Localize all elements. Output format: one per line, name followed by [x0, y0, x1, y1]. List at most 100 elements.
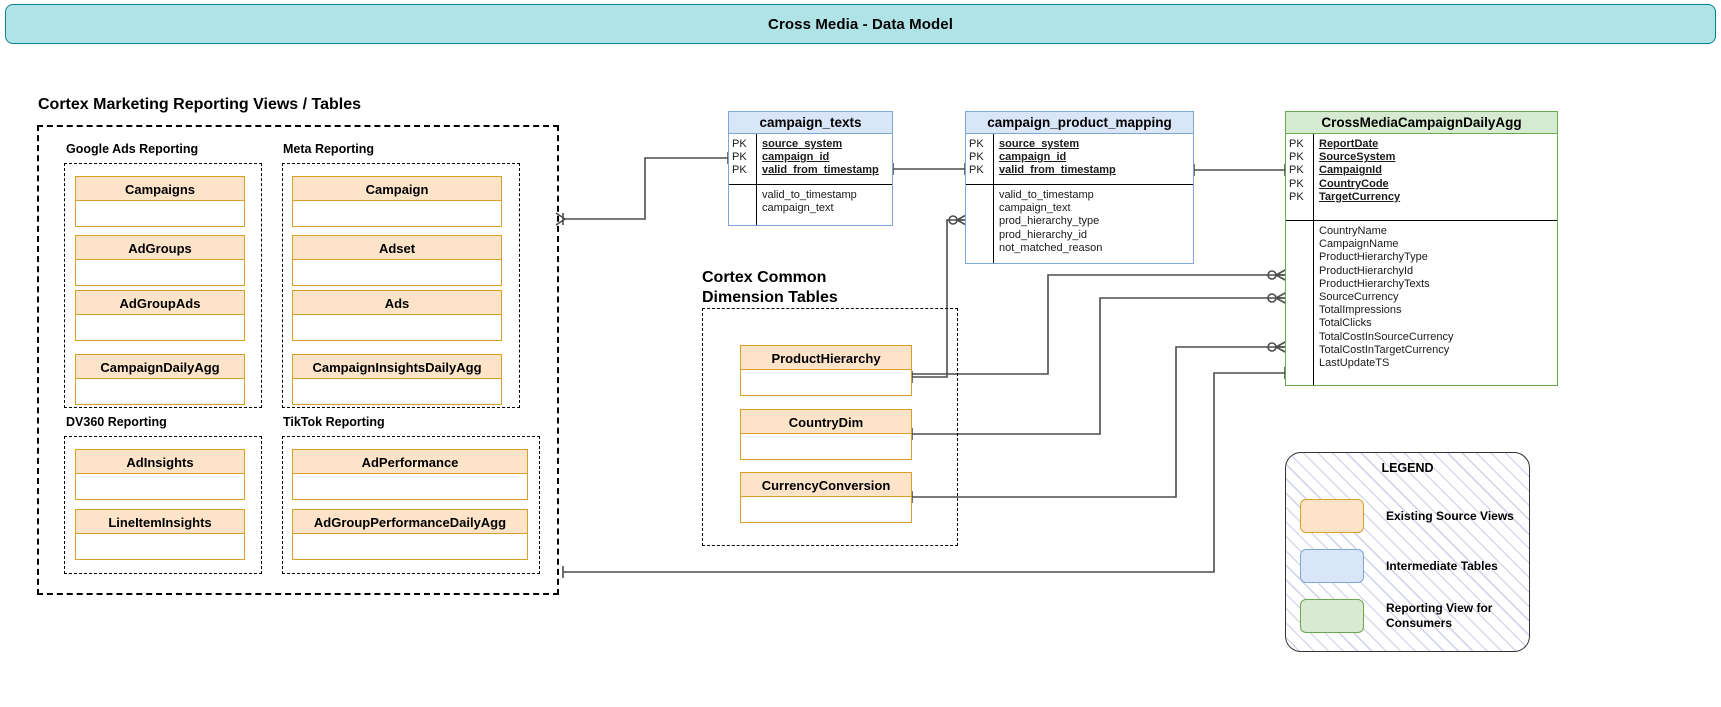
source-table-ads-body — [292, 315, 502, 341]
source-table-adset[interactable]: Adset — [292, 235, 502, 286]
attribute-field: ProductHierarchyId — [1319, 264, 1414, 277]
source-table-adgroups-title: AdGroups — [75, 235, 245, 260]
source-table-campaigns-body — [75, 201, 245, 227]
source-table-adperformance[interactable]: AdPerformance — [292, 449, 528, 500]
pk-field: valid_from_timestamp — [762, 164, 879, 177]
legend-swatch-green — [1300, 599, 1364, 633]
legend-row-existing-source-views: Existing Source Views — [1300, 499, 1514, 533]
key-label: PK — [732, 138, 747, 150]
diagram-header-banner: Cross Media - Data Model — [5, 4, 1716, 44]
attribute-field: prod_hierarchy_id — [999, 228, 1088, 241]
key-label: PK — [1289, 190, 1304, 203]
source-table-adinsights[interactable]: AdInsights — [75, 449, 245, 500]
key-label: PK — [969, 138, 984, 150]
crowfoot-circle-crossmedia-2 — [1267, 293, 1277, 303]
attribute-field: valid_to_timestamp — [762, 189, 857, 201]
legend-row-reporting-view: Reporting View for Consumers — [1300, 599, 1492, 633]
attribute-field: valid_to_timestamp — [999, 189, 1094, 201]
connector-sources-to-campaign-texts — [563, 157, 728, 220]
source-table-adgroupperformancedailyagg[interactable]: AdGroupPerformanceDailyAgg — [292, 509, 528, 560]
entity-campaign-product-mapping-title: campaign_product_mapping — [966, 112, 1193, 134]
crowfoot-circle-crossmedia-3 — [1267, 342, 1277, 352]
source-table-adgroupads[interactable]: AdGroupAds — [75, 290, 245, 341]
source-table-lineiteminsights-body — [75, 534, 245, 560]
dim-table-producthierarchy[interactable]: ProductHierarchy — [740, 345, 912, 396]
source-table-adperformance-body — [292, 474, 528, 500]
key-label: PK — [732, 164, 747, 177]
key-label: PK — [1289, 164, 1304, 177]
dim-table-countrydim-title: CountryDim — [740, 409, 912, 434]
group-label-tiktok: TikTok Reporting — [283, 415, 385, 429]
attribute-field: CampaignName — [1319, 238, 1399, 251]
attribute-field: CountryName — [1319, 225, 1387, 237]
connector-currencyconversion-to-crossmedia — [912, 346, 1285, 498]
attribute-field: campaign_text — [762, 202, 834, 215]
crowfoot-circle-crossmedia-1 — [1267, 270, 1277, 280]
attribute-field: LastUpdateTS — [1319, 357, 1390, 370]
source-table-adset-body — [292, 260, 502, 286]
pk-field: campaign_id — [762, 151, 830, 164]
key-label: PK — [969, 164, 984, 177]
source-table-adinsights-body — [75, 474, 245, 500]
source-table-adperformance-title: AdPerformance — [292, 449, 528, 474]
key-label: PK — [1289, 177, 1304, 190]
source-table-campaigninsightsdailyagg[interactable]: CampaignInsightsDailyAgg — [292, 354, 502, 405]
entity-campaign-product-mapping-attr-keycol — [966, 185, 994, 263]
source-table-campaigndailyagg-body — [75, 379, 245, 405]
key-label: PK — [1289, 138, 1304, 150]
source-table-lineiteminsights[interactable]: LineItemInsights — [75, 509, 245, 560]
dim-table-currencyconversion[interactable]: CurrencyConversion — [740, 472, 912, 523]
group-label-google-ads: Google Ads Reporting — [66, 142, 199, 156]
group-box-cortex-common — [702, 308, 958, 546]
dim-table-countrydim-body — [740, 434, 912, 460]
dim-table-countrydim[interactable]: CountryDim — [740, 409, 912, 460]
group-label-meta: Meta Reporting — [283, 142, 374, 156]
group-box-dv360 — [64, 436, 262, 574]
attribute-field: TotalClicks — [1319, 317, 1372, 330]
source-table-campaigns-title: Campaigns — [75, 176, 245, 201]
dim-table-producthierarchy-body — [740, 370, 912, 396]
source-table-adgroups[interactable]: AdGroups — [75, 235, 245, 286]
dim-table-currencyconversion-body — [740, 497, 912, 523]
legend-swatch-orange — [1300, 499, 1364, 533]
source-table-adinsights-title: AdInsights — [75, 449, 245, 474]
pk-field: valid_from_timestamp — [999, 164, 1116, 177]
key-label: PK — [1289, 151, 1304, 164]
source-table-ads[interactable]: Ads — [292, 290, 502, 341]
source-table-campaigns[interactable]: Campaigns — [75, 176, 245, 227]
pk-field: TargetCurrency — [1319, 190, 1401, 203]
legend-box: LEGEND Existing Source Views Intermediat… — [1285, 452, 1530, 652]
source-table-adgroups-body — [75, 260, 245, 286]
legend-label-intermediate-tables: Intermediate Tables — [1386, 558, 1498, 573]
source-table-campaign[interactable]: Campaign — [292, 176, 502, 227]
legend-swatch-blue — [1300, 549, 1364, 583]
source-table-campaign-title: Campaign — [292, 176, 502, 201]
group-box-tiktok — [282, 436, 540, 574]
pk-field: SourceSystem — [1319, 151, 1396, 164]
legend-row-intermediate-tables: Intermediate Tables — [1300, 549, 1498, 583]
attribute-field: TotalCostInTargetCurrency — [1319, 343, 1450, 356]
pk-field: source_system — [762, 138, 843, 150]
attribute-field: SourceCurrency — [1319, 291, 1399, 304]
source-table-adgroupads-title: AdGroupAds — [75, 290, 245, 315]
key-label: PK — [732, 151, 747, 164]
source-table-campaigndailyagg[interactable]: CampaignDailyAgg — [75, 354, 245, 405]
pk-field: campaign_id — [999, 151, 1067, 164]
source-table-campaign-body — [292, 201, 502, 227]
key-label: PK — [969, 151, 984, 164]
attribute-field: ProductHierarchyTexts — [1319, 277, 1430, 290]
source-table-campaigninsightsdailyagg-title: CampaignInsightsDailyAgg — [292, 354, 502, 379]
section-title-cortex-marketing: Cortex Marketing Reporting Views / Table… — [38, 96, 362, 113]
dim-table-currencyconversion-title: CurrencyConversion — [740, 472, 912, 497]
